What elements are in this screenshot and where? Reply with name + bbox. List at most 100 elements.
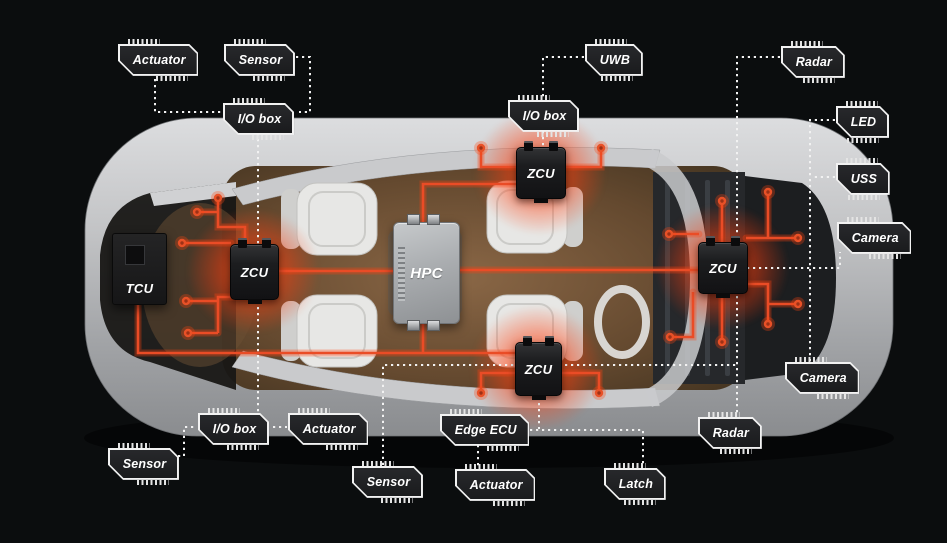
chip-label: Radar: [700, 419, 760, 448]
chip-pins-bottom-icon: [623, 499, 656, 505]
zcu-pin-icon: [549, 141, 558, 151]
chip-uwb: UWB: [585, 39, 643, 81]
chip-pins-bottom-icon: [493, 500, 526, 506]
chip-pins-bottom-icon: [326, 444, 359, 450]
chip-actuator-bottom-left: Actuator: [288, 408, 368, 450]
zcu-right-unit: ZCU: [698, 236, 748, 298]
chip-pins-bottom-icon: [227, 444, 260, 450]
chip-label: I/O box: [510, 102, 578, 131]
chip-pins-top-icon: [846, 101, 878, 106]
chip-label: Edge ECU: [442, 416, 528, 445]
zcu-tab-icon: [247, 299, 262, 304]
chip-uss: USS: [836, 158, 890, 200]
chip-label: Actuator: [120, 46, 197, 75]
chip-label: LED: [838, 108, 888, 137]
chip-pins-top-icon: [846, 158, 878, 163]
chip-pins-bottom-icon: [380, 497, 413, 503]
chip-label: Latch: [606, 470, 664, 499]
chip-sensor-bottom-center: Sensor: [352, 461, 423, 503]
zcu-bottom-label: ZCU: [524, 361, 553, 377]
chip-pins-top-icon: [298, 408, 330, 413]
chip-camera-right: Camera: [837, 217, 911, 259]
zcu-top-unit: ZCU: [516, 141, 566, 203]
chip-io-box-top-center: I/O box: [508, 95, 579, 137]
chip-pins-top-icon: [362, 461, 394, 466]
hpc-connector-icon: [407, 214, 420, 225]
chip-camera-bottom-right: Camera: [785, 357, 859, 399]
zcu-pin-icon: [262, 238, 271, 248]
chip-label: Camera: [787, 364, 858, 393]
chip-sensor-top-left: Sensor: [224, 39, 295, 81]
zcu-tab-icon: [534, 198, 548, 203]
chip-pins-bottom-icon: [252, 75, 285, 81]
chip-io-box-top-left: I/O box: [223, 98, 294, 140]
zcu-pin-icon: [523, 336, 532, 346]
chip-pins-bottom-icon: [869, 253, 902, 259]
chip-pins-bottom-icon: [487, 445, 520, 451]
chip-pins-top-icon: [465, 464, 497, 469]
zcu-pin-icon: [545, 336, 554, 346]
chip-label: I/O box: [225, 105, 293, 134]
chip-latch: Latch: [604, 463, 666, 505]
tcu-unit: TCU: [112, 233, 167, 305]
hpc-connector-icon: [407, 320, 420, 331]
chip-led: LED: [836, 101, 889, 143]
chip-pins-bottom-icon: [252, 134, 285, 140]
chip-radar-top-right: Radar: [781, 41, 845, 83]
zcu-pin-icon: [731, 236, 740, 246]
chip-pins-bottom-icon: [537, 131, 570, 137]
hpc-unit: HPC: [393, 214, 460, 331]
chip-pins-bottom-icon: [156, 75, 189, 81]
chip-pins-top-icon: [795, 357, 827, 362]
hpc-connector-icon: [427, 320, 440, 331]
tcu-label: TCU: [125, 281, 154, 296]
hpc-heatsink-ribs-icon: [398, 247, 405, 301]
chip-label: Actuator: [457, 471, 534, 500]
chip-pins-top-icon: [118, 443, 150, 448]
chip-pins-top-icon: [208, 408, 240, 413]
chip-pins-top-icon: [595, 39, 627, 44]
chip-pins-bottom-icon: [719, 448, 752, 454]
hpc-label: HPC: [410, 264, 443, 282]
chip-actuator-top-left: Actuator: [118, 39, 198, 81]
zcu-right-label: ZCU: [709, 260, 737, 276]
zcu-pin-icon: [238, 238, 247, 248]
zcu-left-unit: ZCU: [230, 238, 279, 304]
chip-pins-bottom-icon: [600, 75, 633, 81]
chip-pins-top-icon: [847, 217, 879, 222]
chip-io-box-bottom-left: I/O box: [198, 408, 269, 450]
chip-label: Radar: [783, 48, 843, 77]
chip-label: Sensor: [110, 450, 178, 479]
chip-pins-bottom-icon: [136, 479, 169, 485]
zcu-pin-icon: [706, 236, 715, 246]
chip-pins-top-icon: [234, 39, 266, 44]
chip-pins-bottom-icon: [817, 393, 850, 399]
chip-pins-bottom-icon: [847, 194, 880, 200]
chip-label: I/O box: [200, 415, 268, 444]
chip-label: Sensor: [226, 46, 294, 75]
chip-pins-top-icon: [233, 98, 265, 103]
chip-pins-top-icon: [614, 463, 646, 468]
chip-label: Sensor: [354, 468, 422, 497]
tcu-module-window-icon: [125, 245, 145, 265]
chip-label: Actuator: [290, 415, 367, 444]
chip-pins-bottom-icon: [846, 137, 879, 143]
zcu-bottom-unit: ZCU: [515, 336, 562, 400]
hpc-connector-icon: [427, 214, 440, 225]
chip-edge-ecu: Edge ECU: [440, 409, 529, 451]
chip-pins-top-icon: [518, 95, 550, 100]
chip-actuator-bottom-center: Actuator: [455, 464, 535, 506]
chip-label: UWB: [587, 46, 641, 75]
zcu-tab-icon: [531, 395, 546, 400]
chip-radar-bottom-right: Radar: [698, 412, 762, 454]
chip-pins-top-icon: [708, 412, 740, 417]
zcu-tab-icon: [716, 293, 730, 298]
zcu-pin-icon: [524, 141, 533, 151]
chip-pins-top-icon: [791, 41, 823, 46]
chip-label: USS: [838, 165, 888, 194]
zcu-left-label: ZCU: [240, 264, 269, 280]
chip-sensor-far-bottom-left: Sensor: [108, 443, 179, 485]
chip-pins-top-icon: [128, 39, 160, 44]
chip-pins-bottom-icon: [802, 77, 835, 83]
